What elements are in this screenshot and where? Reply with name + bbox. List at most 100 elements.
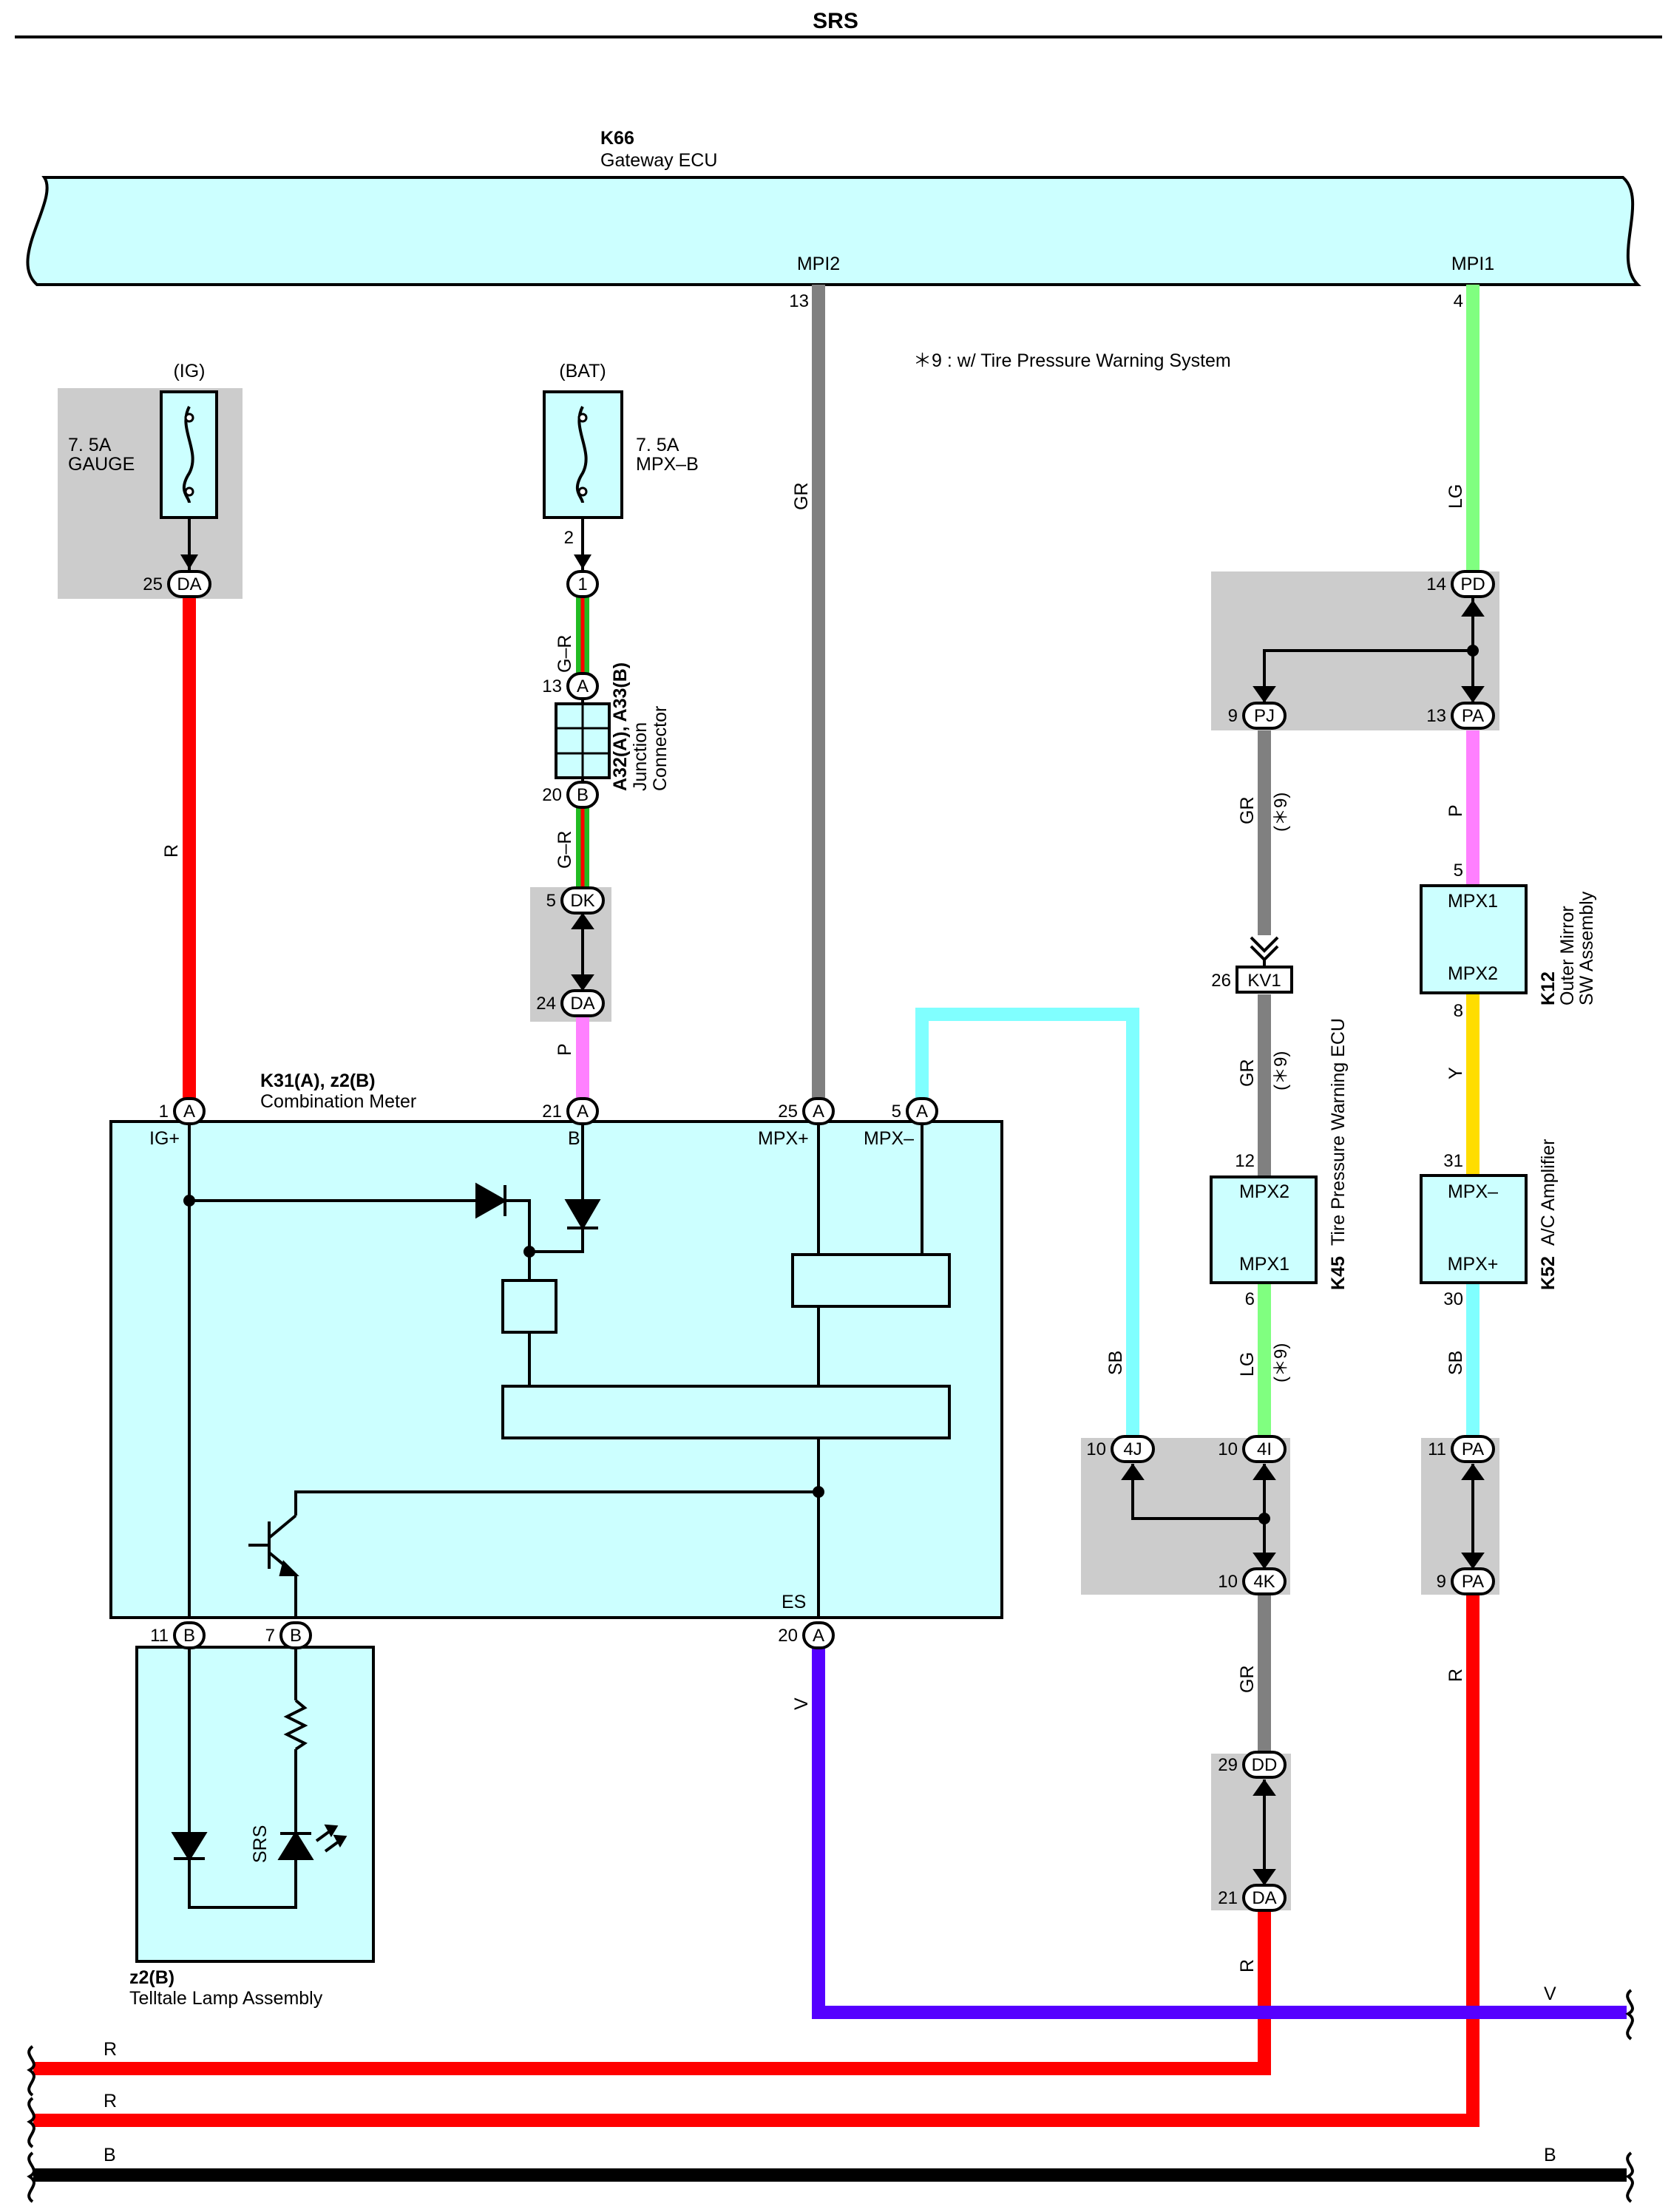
- wl-sb-right: SB: [1445, 1351, 1466, 1375]
- wl-pa-p: P: [1445, 804, 1466, 817]
- combination-meter: K31(A), z2(B) Combination Meter IG+ B MP…: [109, 1071, 1003, 1619]
- pin-k12-5: 5: [1454, 861, 1463, 881]
- k45-mpx1-label: MPX1: [1239, 1254, 1289, 1275]
- pin-da24: 24: [536, 994, 556, 1014]
- pin-fuse-bat-out: 2: [564, 528, 574, 548]
- wl-bus-b-left: B: [104, 2145, 116, 2165]
- ac-amplifier: MPX– MPX+ K52 A/C Amplifier: [1420, 1139, 1559, 1290]
- connector-k31_a21-label: A: [577, 1102, 589, 1122]
- wl-sb-left: SB: [1105, 1351, 1126, 1375]
- junction-connector-name1: Junction: [630, 722, 651, 791]
- connector-pj-label: PJ: [1254, 706, 1275, 726]
- fuse-bat: (BAT) 7. 5A MPX–B: [543, 361, 699, 519]
- wl-gr-top: G–R: [555, 635, 575, 673]
- connector-pa13: PA 13: [1426, 702, 1495, 730]
- junction-4j-4i-4k-lines: [1121, 1463, 1276, 1570]
- pin-k12-8: 8: [1454, 1001, 1463, 1021]
- junction-pd-pj-pa-lines: [1253, 597, 1485, 703]
- k52-mpxp-label: MPX+: [1448, 1254, 1499, 1275]
- outer-mirror-sw: MPX1 MPX2 K12 Outer Mirror SW Assembly: [1420, 884, 1597, 1005]
- wl-gr-bottom: G–R: [555, 831, 575, 869]
- connector-b20-label: B: [577, 785, 589, 805]
- pin-pa9: 9: [1437, 1572, 1446, 1592]
- wl-gr-4k: GR: [1237, 1666, 1258, 1694]
- pin-k31_25: 25: [778, 1102, 798, 1122]
- fuse-bat-rating: 7. 5A: [636, 435, 679, 455]
- fuse-bat-name: MPX–B: [636, 454, 699, 475]
- pin-dk: 5: [546, 891, 556, 911]
- pin-a13: 13: [542, 676, 562, 696]
- junction-connector: A32(A), A33(B) Junction Connector: [555, 662, 671, 791]
- wire-labels: GR LG R G–R G–R P GR (＊9) P GR (＊9) Y LG…: [104, 483, 1556, 2166]
- wire-r-pa-bus: [33, 1595, 1480, 2127]
- connector-j4j-label: 4J: [1123, 1439, 1142, 1459]
- connector-k31_a1-label: A: [183, 1102, 195, 1122]
- k12-mpx1-label: MPX1: [1448, 891, 1498, 912]
- wl-k12-y: Y: [1445, 1067, 1466, 1079]
- connector-pa13-label: PA: [1462, 706, 1484, 726]
- wire-r-da-bus: [33, 1910, 1271, 2075]
- wl-k45-note: (＊9): [1271, 1343, 1291, 1382]
- pin-mpi2: 13: [789, 291, 809, 311]
- connector-k31_a20-label: A: [813, 1626, 824, 1646]
- wire-sb-mpx-minus: [915, 1008, 1139, 1449]
- kv1-pin: 26: [1211, 971, 1231, 991]
- wl-bus-b-right: B: [1544, 2145, 1556, 2165]
- wl-bus-v: V: [1544, 1984, 1556, 2004]
- tire-pressure-warning-ecu: MPX2 MPX1 K45 Tire Pressure Warning ECU: [1210, 1018, 1349, 1290]
- pin-j4k: 10: [1218, 1572, 1238, 1592]
- connector-k31_a5-label: A: [916, 1102, 928, 1122]
- pin-dd: 29: [1218, 1755, 1238, 1775]
- gateway-ecu-code: K66: [600, 128, 634, 149]
- fuse-bat-arrow: [574, 554, 592, 569]
- connector-k31_b7-label: B: [290, 1626, 302, 1646]
- connector-j4i-label: 4I: [1257, 1439, 1272, 1459]
- connector-k31_b11: B 11: [150, 1621, 206, 1649]
- k52-code: K52: [1538, 1256, 1559, 1290]
- pin-mpi1: 4: [1454, 291, 1463, 311]
- dd-da-junction-area: [1211, 1754, 1291, 1910]
- telltale-lamp-assembly: z2(B) Telltale Lamp Assembly SRS: [129, 1646, 375, 2009]
- pin-pa13: 13: [1426, 706, 1446, 726]
- wl-bus-r1: R: [104, 2039, 117, 2060]
- pin-k52-30: 30: [1443, 1289, 1463, 1309]
- pin-j4j: 10: [1086, 1439, 1106, 1459]
- telltale-name: Telltale Lamp Assembly: [129, 1988, 323, 2009]
- pin-da_ig: 25: [143, 574, 163, 594]
- connector-da21-label: DA: [1252, 1888, 1276, 1908]
- combination-meter-circuit: [183, 1122, 951, 1618]
- wl-pj-note: (＊9): [1271, 793, 1291, 832]
- connector-j4k-label: 4K: [1253, 1572, 1275, 1592]
- k45-name: Tire Pressure Warning ECU: [1328, 1018, 1349, 1246]
- pin-k31_11: 11: [150, 1626, 169, 1646]
- fuse-bat-supply: (BAT): [559, 361, 606, 381]
- gateway-mpi1-label: MPI1: [1451, 254, 1494, 274]
- telltale-code: z2(B): [129, 1967, 174, 1988]
- wl-mpi2: GR: [791, 483, 812, 511]
- connector-k31_a1: A1: [159, 1097, 206, 1125]
- connector-pa9: PA9: [1437, 1567, 1495, 1595]
- k31-mpxp-label: MPX+: [758, 1128, 809, 1149]
- connector-pa11-label: PA: [1462, 1439, 1484, 1459]
- pin-k45-6: 6: [1245, 1289, 1255, 1309]
- fuse-ig-rating: 7. 5A: [68, 435, 112, 455]
- combination-meter-name: Combination Meter: [260, 1091, 416, 1112]
- connector-c1-label: 1: [577, 574, 587, 594]
- pin-pa11: 11: [1428, 1439, 1446, 1459]
- connector-k31_b11-label: B: [183, 1626, 195, 1646]
- wl-kv1-note: (＊9): [1271, 1051, 1291, 1090]
- junction-dk-da-lines: [571, 912, 594, 991]
- gateway-mpi2-label: MPI2: [797, 254, 840, 274]
- k45-code: K45: [1328, 1256, 1349, 1290]
- junction-dd-da-lines: [1253, 1779, 1276, 1886]
- wl-r-pa: R: [1445, 1669, 1466, 1682]
- connector-da_ig-label: DA: [177, 574, 201, 594]
- connector-dd-label: DD: [1252, 1755, 1278, 1775]
- connector-da_ig: DA 25: [143, 570, 211, 598]
- connector-pd-label: PD: [1460, 574, 1485, 594]
- pin-pd: 14: [1426, 574, 1446, 594]
- srs-lamp-label: SRS: [250, 1825, 271, 1863]
